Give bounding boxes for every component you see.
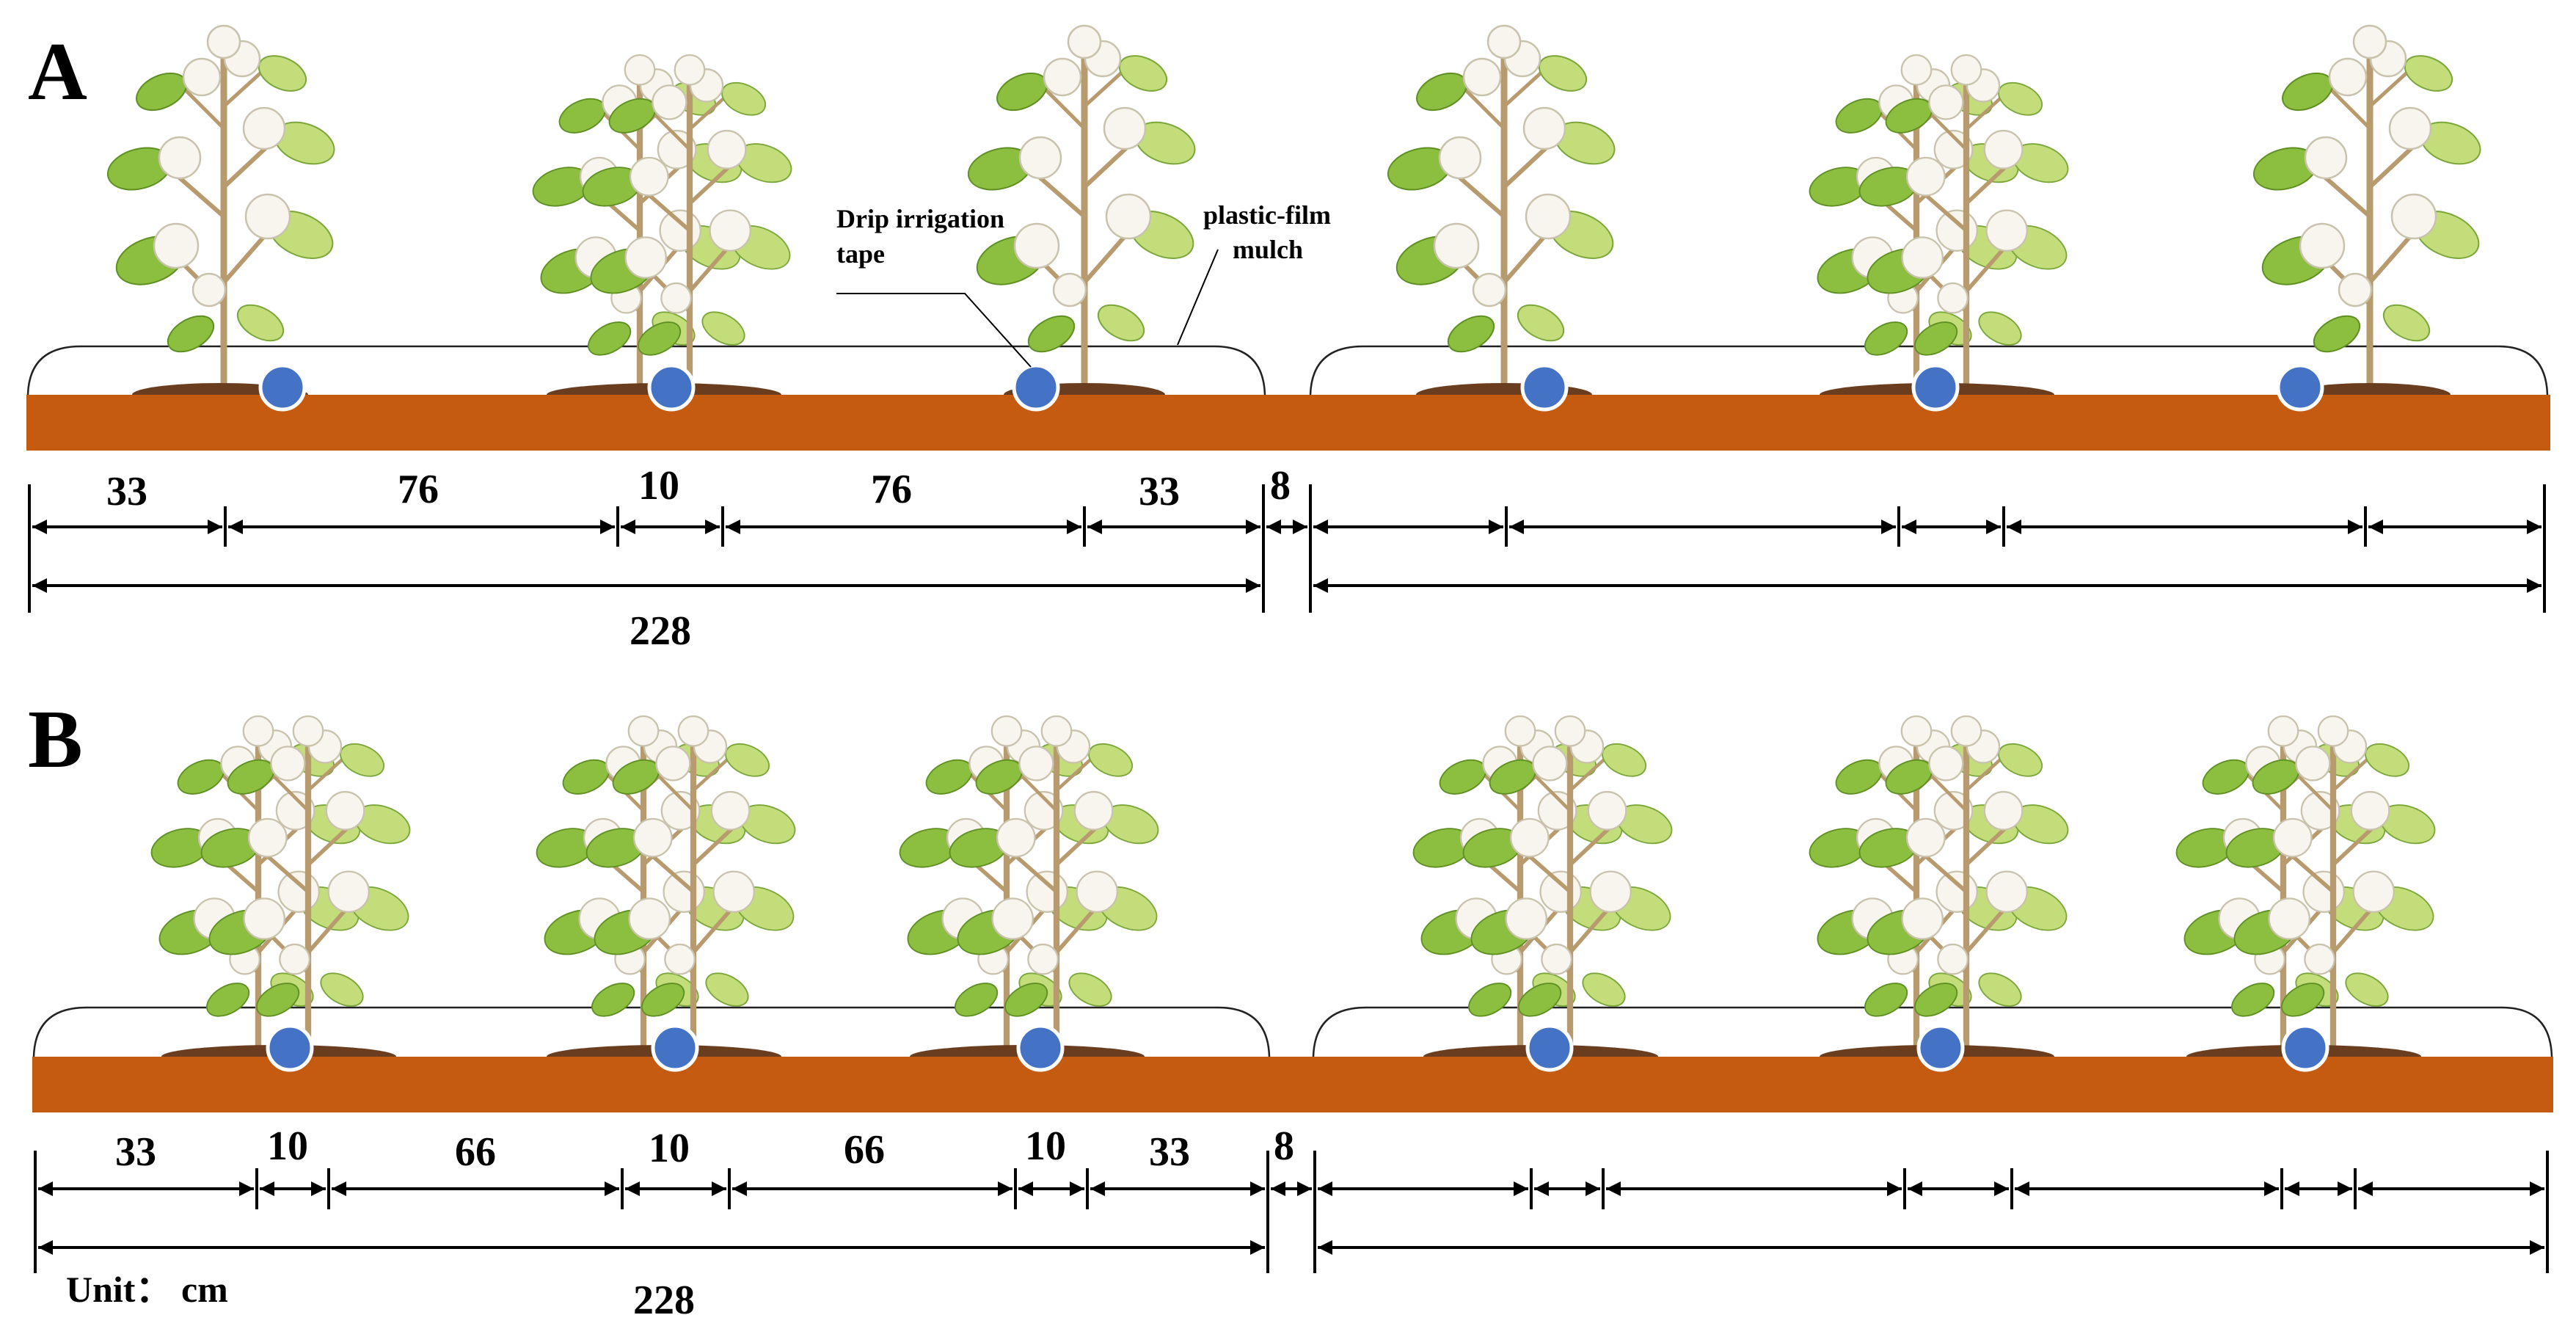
panel-b-drip-tapes (266, 1024, 2329, 1072)
cotton-plant (1384, 26, 1621, 393)
spacing-label: 10 (638, 463, 679, 509)
drip-tape-callout-line2: tape (836, 239, 885, 269)
cotton-plant (1806, 716, 2073, 1054)
bed-gap-label: 8 (1270, 463, 1291, 509)
drip-tape-icon (266, 1024, 314, 1072)
spacing-label: 33 (1149, 1129, 1190, 1175)
panel-a-dimensions: 33 76 10 76 33 8 228 (28, 463, 2546, 654)
panel-a-soil (26, 395, 2550, 451)
cotton-plant (2250, 26, 2486, 393)
bed-total-label: 228 (630, 608, 691, 654)
cotton-plant (2172, 716, 2440, 1054)
panel-a-callouts: Drip irrigation tape plastic-film mulch (836, 200, 1331, 368)
spacing-label: 10 (1025, 1123, 1066, 1169)
cotton-plant (147, 716, 415, 1054)
cotton-plant (103, 26, 340, 393)
panel-a-mulch-left (26, 345, 1266, 396)
drip-tape-icon (1916, 1024, 1965, 1072)
drip-tape-icon (2281, 1024, 2329, 1072)
drip-tape-icon (2276, 363, 2324, 412)
spacing-label: 10 (267, 1123, 308, 1169)
drip-tape-icon (1016, 1024, 1065, 1072)
drip-tape-icon (258, 363, 307, 412)
spacing-label: 66 (455, 1129, 496, 1175)
panel-b-dimensions: 33 10 66 10 66 10 33 8 228 (34, 1123, 2549, 1323)
mulch-callout-line2: mulch (1233, 235, 1303, 264)
spacing-label: 66 (844, 1127, 885, 1173)
bed-gap-label: 8 (1274, 1123, 1294, 1169)
bed-total-label: 228 (633, 1278, 695, 1323)
cotton-plant (1409, 716, 1677, 1054)
spacing-label: 10 (649, 1126, 690, 1171)
drip-tape-icon (1525, 1024, 1574, 1072)
panel-b-soil (32, 1057, 2553, 1112)
drip-tape-icon (1012, 363, 1060, 412)
cotton-plant (896, 716, 1164, 1054)
drip-tape-icon (1520, 363, 1569, 412)
drip-tape-callout-line1: Drip irrigation (836, 204, 1004, 233)
spacing-label: 76 (398, 467, 439, 512)
panel-b-plants (147, 716, 2440, 1054)
panel-a-mulch-right (1309, 345, 2549, 396)
panel-b: B (28, 694, 2553, 1323)
cotton-plant (533, 716, 800, 1054)
spacing-label: 33 (115, 1129, 156, 1175)
drip-tape-icon (1911, 363, 1960, 412)
panel-b-mulch-right (1312, 1006, 2553, 1057)
drip-tape-icon (647, 363, 696, 412)
panel-a-label: A (28, 26, 87, 117)
spacing-label: 76 (871, 467, 912, 512)
cotton-plant (1806, 55, 2073, 393)
unit-label: Unit： cm (66, 1269, 228, 1310)
spacing-label: 33 (106, 469, 147, 514)
mulch-callout-line1: plastic-film (1203, 200, 1331, 230)
cotton-plant (529, 55, 797, 393)
drip-tape-icon (651, 1024, 699, 1072)
panel-a: A (26, 26, 2550, 654)
spacing-label: 33 (1139, 469, 1180, 514)
panel-b-label: B (28, 694, 83, 785)
panel-a-drip-tapes (258, 363, 2324, 412)
